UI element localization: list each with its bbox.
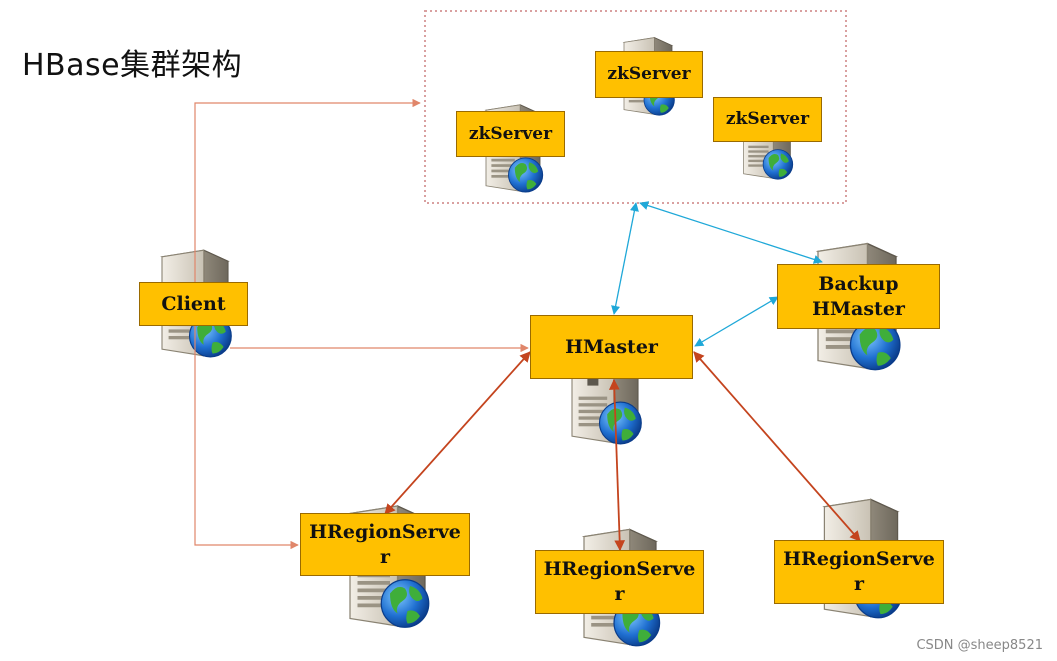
- zk-server-3-label: zkServer: [713, 97, 822, 142]
- hmaster-regionserver-2-arrow: [608, 378, 626, 552]
- backup-hmaster-label: Backup HMaster: [777, 264, 940, 329]
- zk-server-2-label: zkServer: [595, 51, 703, 98]
- zookeeper-group-border: [424, 10, 847, 204]
- backup-zookeeper-arrow: [639, 201, 823, 264]
- client-label: Client: [139, 282, 248, 326]
- region-server-1-label: HRegionServer: [300, 513, 470, 576]
- zk-server-1-label: zkServer: [456, 111, 565, 157]
- hmaster-regionserver-1-arrow: [384, 351, 531, 515]
- client-to-regionserver-arrow: [194, 325, 299, 550]
- region-server-3-label: HRegionServer: [774, 540, 944, 604]
- watermark: CSDN @sheep8521: [916, 638, 1043, 653]
- diagram-title: HBase集群架构: [22, 48, 243, 83]
- hmaster-zookeeper-arrow: [611, 202, 639, 315]
- region-server-2-label: HRegionServer: [535, 550, 704, 614]
- hmaster-backup-arrow: [694, 296, 779, 347]
- hmaster-label: HMaster: [530, 315, 693, 379]
- client-to-zookeeper-arrow: [194, 98, 421, 285]
- hmaster-regionserver-3-arrow: [693, 351, 861, 542]
